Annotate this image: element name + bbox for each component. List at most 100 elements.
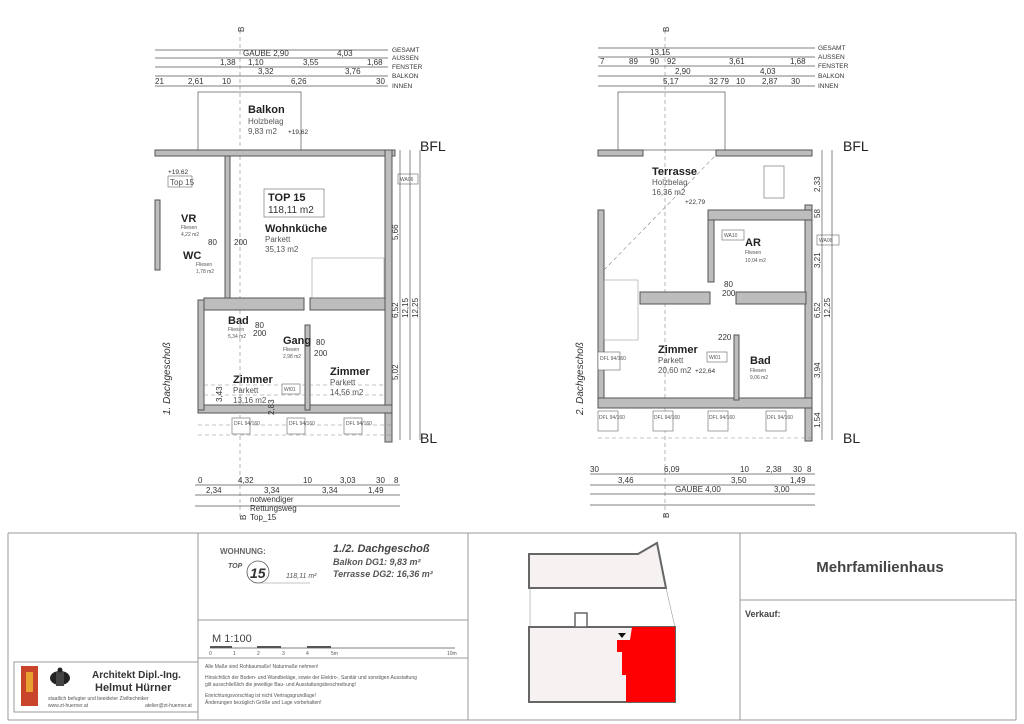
wall <box>304 324 311 411</box>
bfl-label: BFL <box>843 138 869 154</box>
skylight <box>707 410 729 432</box>
dim-value: GAUBE 2,90 <box>243 49 289 58</box>
room-area: 9,06 m2 <box>750 375 768 381</box>
skylight-label: DFL 94/160 <box>599 415 625 421</box>
skylight <box>343 417 363 435</box>
dim-value: 1,68 <box>790 57 806 66</box>
dim-value: 6,26 <box>291 77 307 86</box>
room-floor: Fliesen <box>196 262 212 268</box>
wall <box>597 397 813 409</box>
room-floor: Parkett <box>233 386 259 395</box>
bfl-label: BFL <box>420 138 446 154</box>
dim-value: 6,09 <box>664 465 680 474</box>
wall <box>384 149 393 443</box>
window-tag: WA10 <box>724 233 738 239</box>
scale-tick: 1 <box>233 651 236 657</box>
architect-web[interactable]: www.zt-huerner.at <box>48 703 89 709</box>
room-floor: Holzbelag <box>652 178 688 187</box>
roof-hatch <box>763 165 785 199</box>
dim-label-aussen: AUSSEN <box>818 54 845 61</box>
door-dim: 200 <box>253 329 267 338</box>
scale-tick: 4 <box>306 651 309 657</box>
room-area: 5,34 m2 <box>228 334 246 340</box>
dim-value: 10 <box>222 77 231 86</box>
dim-value: 90 <box>650 57 659 66</box>
wall <box>733 334 740 401</box>
door-dim: 80 <box>255 321 264 330</box>
room-area: 14,56 m2 <box>330 388 364 397</box>
side-dim: 3,94 <box>813 362 822 378</box>
wall <box>804 204 813 442</box>
section-marker-bottom: B <box>662 513 671 518</box>
dim-value: 21 <box>155 77 164 86</box>
wall <box>735 291 807 305</box>
room-area: 10,04 m2 <box>745 258 766 264</box>
dim-value: 3,00 <box>774 485 790 494</box>
dim-value: 30 <box>376 476 385 485</box>
room-name: Zimmer <box>330 366 370 378</box>
wall <box>154 149 396 157</box>
note: Hinsichtlich der Boden- und Wandbeläge, … <box>205 675 417 681</box>
apartment-area: 118,11 m2 <box>268 205 314 216</box>
floor-title: 1./2. Dachgeschoß <box>333 543 430 555</box>
room-name: Bad <box>750 355 771 367</box>
architect-name: Helmut Hürner <box>95 682 172 694</box>
side-dim: 58 <box>813 209 822 218</box>
side-dim: 12,15 <box>401 297 410 318</box>
side-dim: 2,33 <box>813 176 822 192</box>
section-marker-bottom: B <box>239 515 248 520</box>
dim-label-fenster: FENSTER <box>392 64 423 71</box>
architect-box <box>13 661 199 713</box>
room-floor: Fliesen <box>283 347 299 353</box>
floor-label: 1. Dachgeschoß <box>162 342 173 415</box>
side-dim: 3,43 <box>215 386 224 402</box>
escape-note: notwendiger <box>250 495 294 504</box>
dim-value: 1,38 <box>220 58 236 67</box>
level-mark: +22,79 <box>685 199 705 206</box>
window-tag-box <box>816 234 840 246</box>
room-name: VR <box>181 213 196 225</box>
kitchen-counter <box>311 257 385 299</box>
level-mark: +22,64 <box>695 368 715 375</box>
dim-value: 1,68 <box>367 58 383 67</box>
window-tag-box <box>721 229 745 241</box>
skylight-label: DFL 94/160 <box>600 356 626 362</box>
roof-outline <box>617 91 726 151</box>
dim-label-gesamt: GESAMT <box>392 47 419 54</box>
wall <box>197 404 393 414</box>
dim-value: 3,03 <box>340 476 356 485</box>
skylight <box>231 417 251 435</box>
room-name: WC <box>183 250 201 262</box>
dim-value: 1,49 <box>368 486 384 495</box>
skylight-label: DFL 94/160 <box>289 421 315 427</box>
dim-value: 79 <box>720 77 729 86</box>
escape-note: Top_15 <box>250 513 277 522</box>
door-tag-box <box>281 383 301 395</box>
room-floor: Holzbelag <box>248 117 284 126</box>
architect-title: Architekt Dipl.-Ing. <box>92 670 181 681</box>
wall <box>224 155 231 307</box>
staircase <box>603 279 639 341</box>
room-area: 35,13 m2 <box>265 245 299 254</box>
wall <box>309 297 386 311</box>
door-dim: 80 <box>724 280 733 289</box>
skylight-label: DFL 94/160 <box>654 415 680 421</box>
architect-email[interactable]: atelier@zt-huerner.at <box>145 703 192 709</box>
wall <box>154 199 161 271</box>
note: Einrichtungsvorschlag ist nicht Vertrags… <box>205 693 316 699</box>
dim-value: 10 <box>303 476 312 485</box>
verkauf-label: Verkauf: <box>745 609 781 619</box>
skylight <box>597 410 619 432</box>
dim-value: 2,38 <box>766 465 782 474</box>
door-dim: 200 <box>314 349 328 358</box>
door-dim: 200 <box>722 289 736 298</box>
wall <box>197 299 205 411</box>
window-tag: WA06 <box>819 238 833 244</box>
scale-tick: 5m <box>331 651 338 657</box>
dim-value: 0 <box>198 476 203 485</box>
dim-label-balkon: BALKON <box>818 73 845 80</box>
dim-value: 13,15 <box>650 48 671 57</box>
room-area: 9,83 m2 <box>248 127 277 136</box>
room-name: AR <box>745 237 761 249</box>
